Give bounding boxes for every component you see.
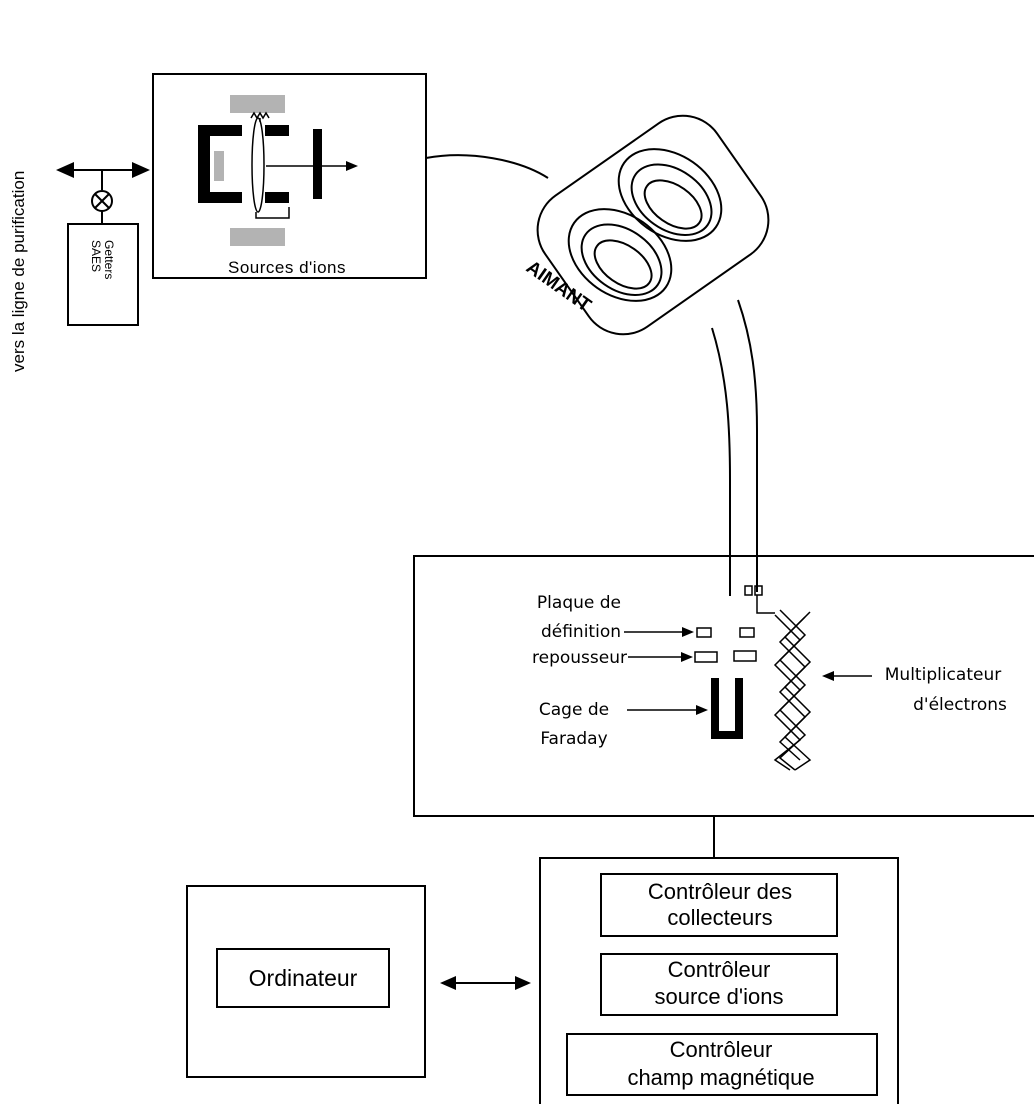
controller-collectors-line2: collecteurs [667,905,772,930]
magnet [536,114,770,336]
controller-ion-source-line2: source d'ions [655,984,784,1009]
computer-label: Ordinateur [249,965,358,991]
controller-ion-source-box [600,953,838,1016]
controller-collectors-line1: Contrôleur des [648,879,792,904]
getter-box [67,223,139,326]
ion-source-icon [198,95,358,246]
plaque-label-line2: définition [541,622,621,642]
faraday-cage [711,678,743,739]
magnet-label: AIMANT [522,257,595,317]
collector-box [413,555,1034,817]
multiplier-label-line2: d'électrons [913,695,1007,715]
computer-label-box [216,948,390,1008]
controller-collectors-box [600,873,838,937]
controller-magnetic-field-line1: Contrôleur [670,1037,773,1062]
controller-magnetic-field-line2: champ magnétique [627,1065,814,1090]
ion-source-box [152,73,427,279]
valve-icon [91,190,113,212]
plaque-label-line1: Plaque de [537,593,621,613]
controllers-box [539,857,899,1104]
controller-magnetic-field-box [566,1033,878,1096]
cage-label-line1: Cage de [539,700,609,720]
cage-label-line2: Faraday [540,729,607,749]
repousseur-label: repousseur [532,648,627,668]
controller-ion-source-line1: Contrôleur [668,957,771,982]
getter-label-line1: SAES [89,240,103,272]
side-label: vers la ligne de purification [9,171,28,372]
multiplier-label-line1: Multiplicateur [885,665,1001,685]
ion-source-label: Sources d'ions [228,258,346,277]
electron-multiplier [773,609,812,771]
getter-label-line2: Getters [102,240,116,279]
computer-box [186,885,426,1078]
data-link-arrow [440,976,531,990]
